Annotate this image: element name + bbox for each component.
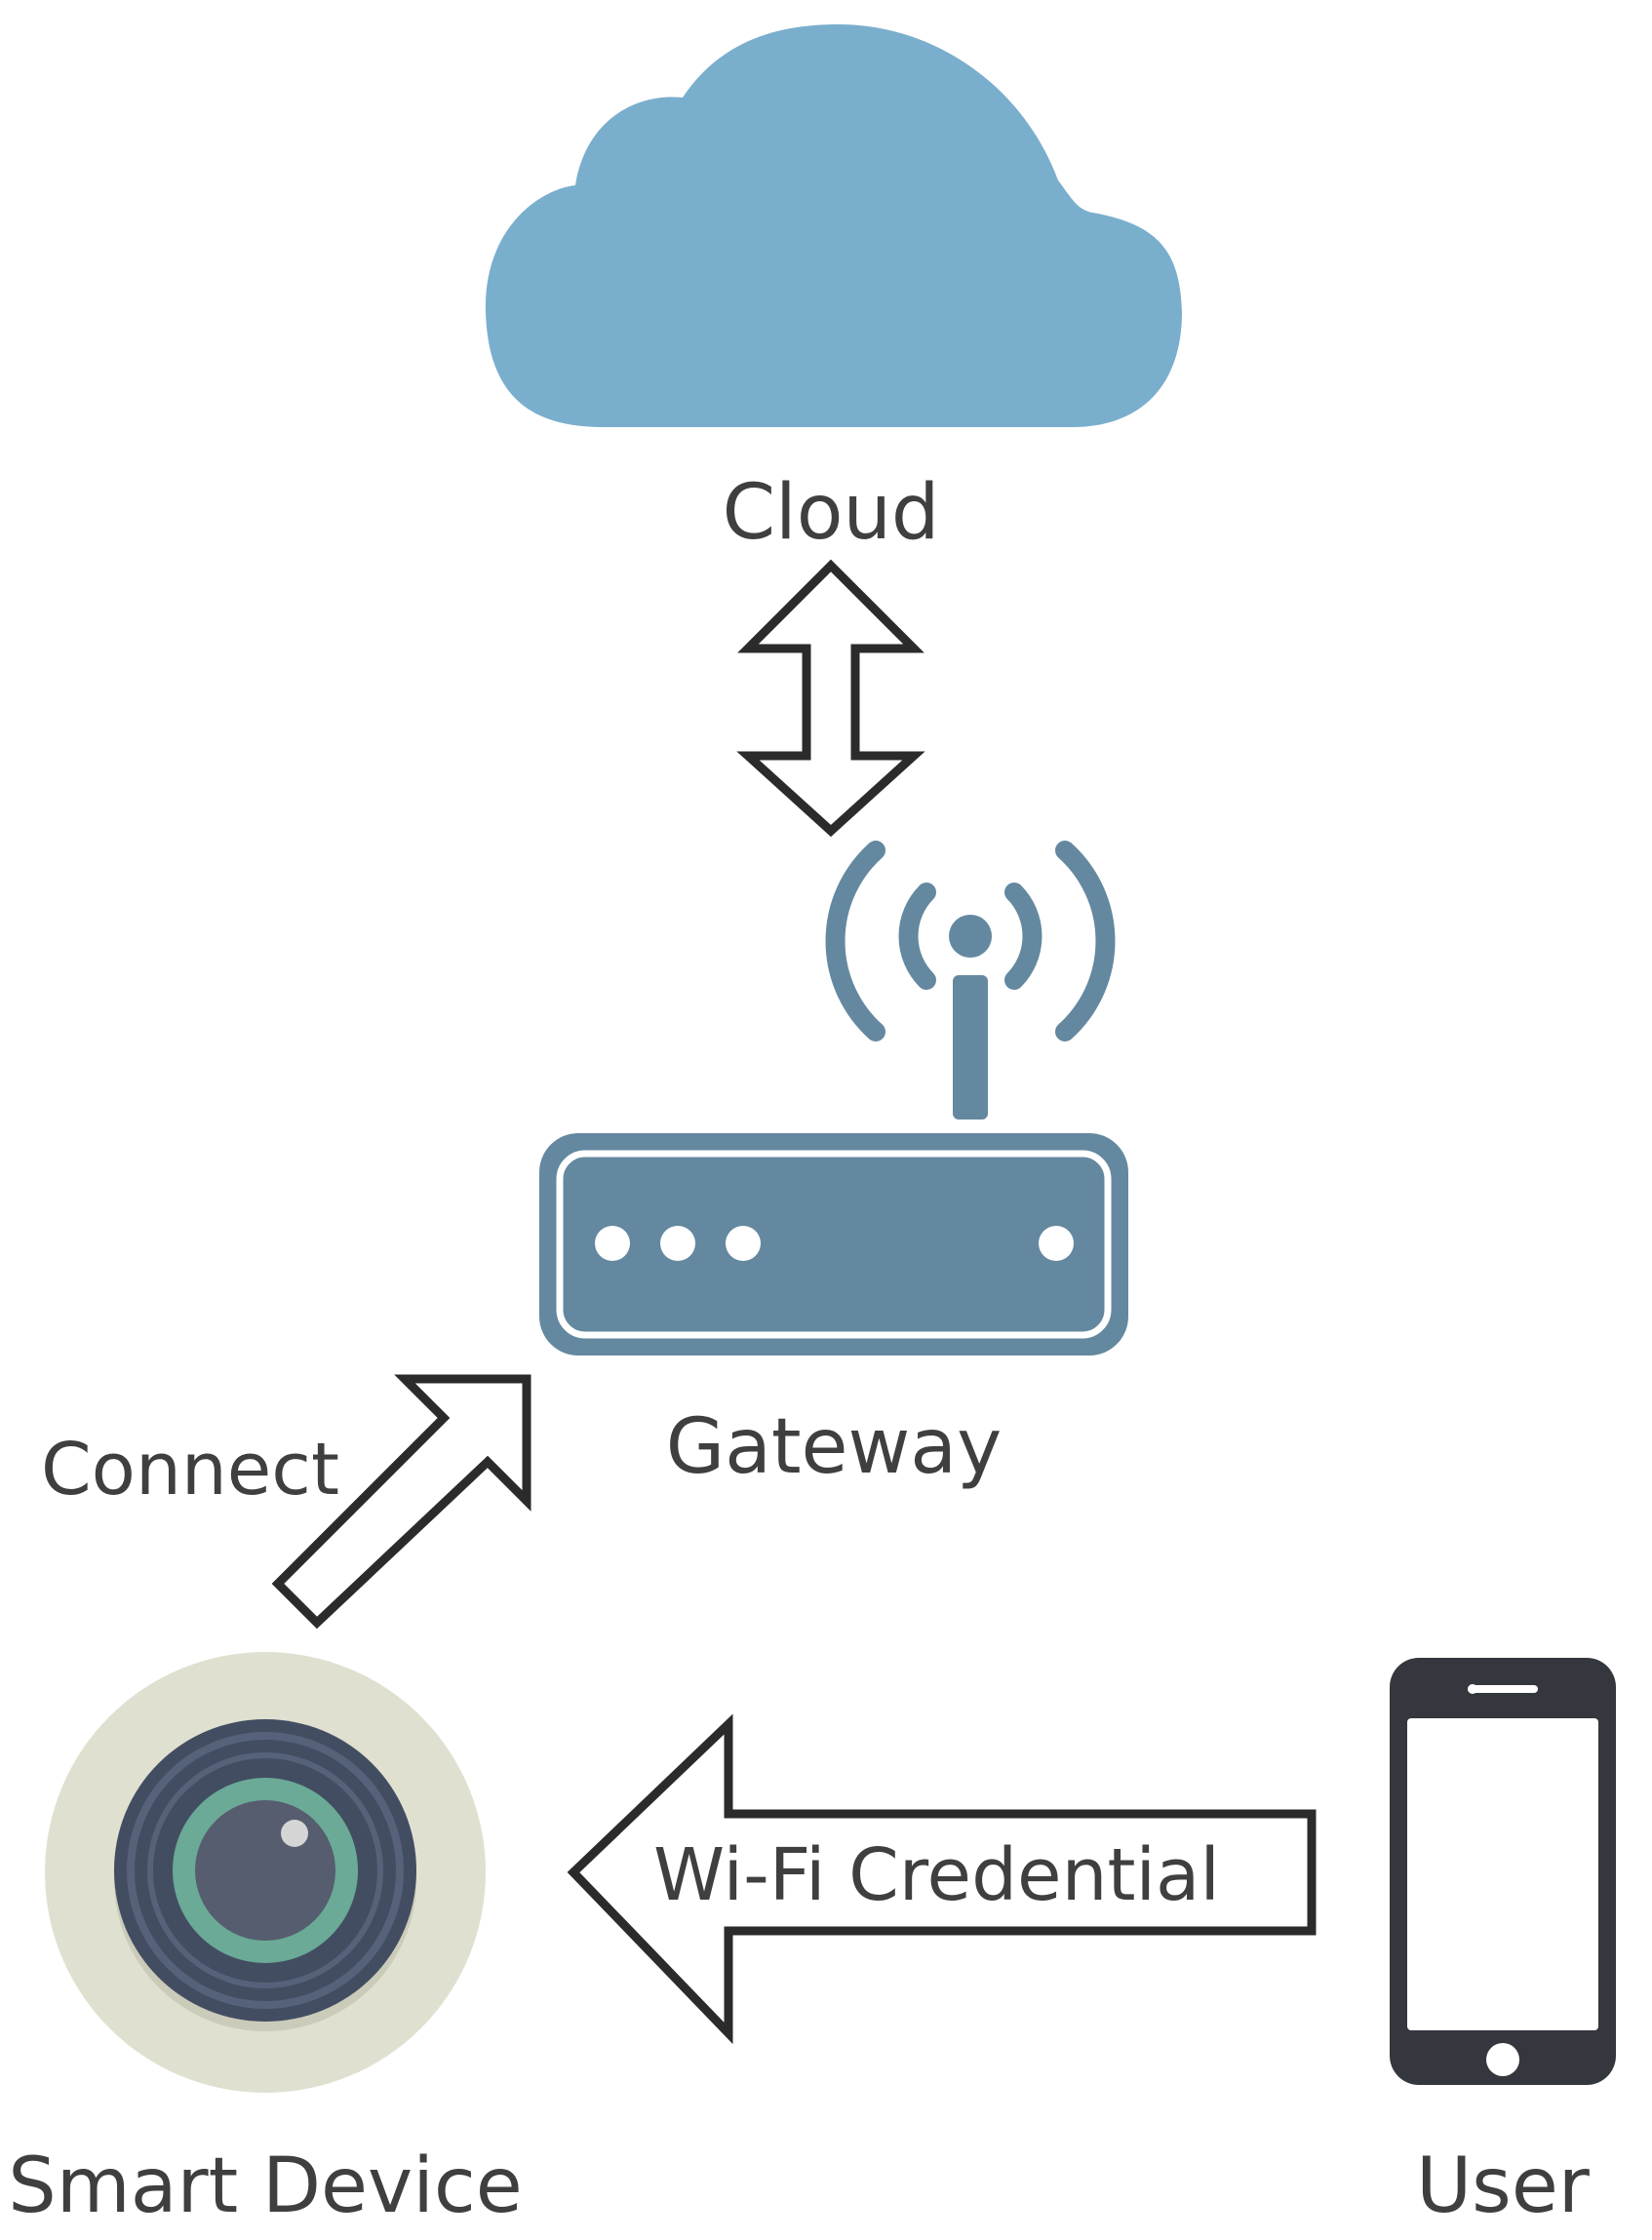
cloud-label: Cloud (723, 469, 940, 557)
router-icon (539, 841, 1128, 1356)
connect-arrow-shape (271, 1374, 531, 1630)
user-label: User (1416, 2142, 1591, 2230)
camera-icon (45, 1652, 486, 2093)
gateway-label: Gateway (666, 1403, 1003, 1491)
smart-device-label: Smart Device (8, 2142, 523, 2230)
cloud-gateway-bidirectional-arrow (736, 559, 925, 838)
connect-label: Connect (41, 1428, 339, 1512)
wifi-credential-label: Wi-Fi Credential (653, 1833, 1220, 1917)
wifi-credential-arrow (567, 1713, 1317, 2045)
cloud-icon (485, 24, 1182, 427)
smartphone-icon (1390, 1658, 1616, 2085)
